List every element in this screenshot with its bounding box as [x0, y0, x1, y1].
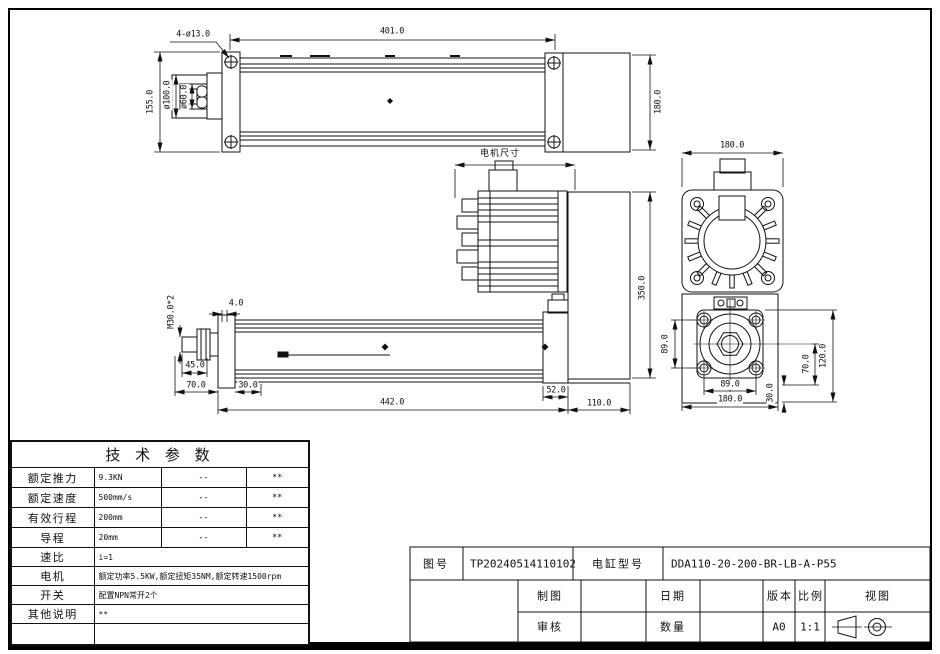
dim-v1-length: 401.0 [378, 26, 406, 37]
date-label: 日期 [660, 589, 686, 603]
params-title: 技 术 参 数 [10, 440, 310, 468]
dim-v1-mounting-holes: 4-ø13.0 [175, 29, 211, 40]
drafter-label: 制图 [537, 589, 563, 603]
dim-v5-hole-spacing-h: 89.0 [719, 379, 741, 390]
tech-params-table: 技 术 参 数 额定推力 9.3KN -- ** 额定速度 500mm/s --… [10, 440, 310, 646]
param-value: 500mm/s [93, 487, 162, 508]
dim-v3-offset: 30.0 [237, 380, 259, 391]
table-row: 其他说明 ** [10, 604, 310, 624]
dim-v5-width: 180.0 [716, 394, 744, 405]
param-value: i=1 [93, 547, 310, 567]
param-label: 其他说明 [10, 604, 95, 624]
param-value: 额定功率5.5KW,额定扭矩35NM,额定转速1500rpm [93, 566, 310, 586]
param-value: 9.3KN [93, 467, 162, 488]
motor-front-view [681, 158, 784, 293]
table-row: 速比 i=1 [10, 547, 310, 567]
dim-v1-motor-height: 180.0 [653, 88, 664, 116]
dimension-lines [154, 34, 837, 414]
dim-v3-rod-length: 45.0 [184, 360, 206, 371]
version-value: A0 [772, 620, 786, 634]
drawing-no-label: 图号 [423, 557, 449, 571]
version-label: 版本 [767, 589, 793, 603]
param-col4: ** [245, 527, 310, 548]
param-label: 额定速度 [10, 487, 95, 508]
table-row: 开关 配置NPN常开2个 [10, 585, 310, 605]
param-value: 200mm [93, 507, 162, 528]
param-value: ** [93, 604, 310, 624]
param-col3: -- [160, 527, 247, 548]
dim-v1-flange-dia: ø100.0 [162, 79, 173, 111]
table-row: 额定推力 9.3KN -- ** [10, 467, 310, 488]
param-col4: ** [245, 507, 310, 528]
scale-value: 1:1 [800, 620, 820, 634]
side-view-top [171, 51, 631, 153]
empty-cell [10, 623, 95, 645]
dim-v3-body-length: 442.0 [378, 397, 406, 408]
params-title-row: 技 术 参 数 [10, 440, 310, 468]
param-label: 开关 [10, 585, 95, 605]
projection-symbol [832, 615, 892, 639]
dim-v5-center-height: 70.0 [801, 353, 812, 375]
drawing-sheet-frame [8, 8, 932, 650]
param-col3: -- [160, 467, 247, 488]
dim-v3-housing: 110.0 [585, 398, 613, 409]
table-row: 电机 额定功率5.5KW,额定扭矩35NM,额定转速1500rpm [10, 566, 310, 586]
dim-v2-total-height: 350.0 [637, 274, 648, 302]
motor-side-view [456, 160, 631, 380]
table-row: 额定速度 500mm/s -- ** [10, 487, 310, 508]
drawing-no-value: TP20240514110102 [470, 557, 576, 571]
param-col3: -- [160, 487, 247, 508]
empty-cell [93, 623, 310, 645]
param-col4: ** [245, 467, 310, 488]
param-value: 20mm [93, 527, 162, 548]
dim-v5-height: 120.0 [818, 342, 829, 370]
param-label: 导程 [10, 527, 95, 548]
param-value: 配置NPN常开2个 [93, 585, 310, 605]
param-label: 额定推力 [10, 467, 95, 488]
dim-v3-front: 70.0 [185, 380, 207, 391]
table-row-empty [10, 623, 310, 645]
label-motor-size: 电机尺寸 [478, 149, 522, 160]
quantity-label: 数量 [660, 620, 686, 634]
dim-v3-plate: 4.0 [227, 298, 245, 309]
param-label: 电机 [10, 566, 95, 586]
model-label: 电缸型号 [592, 557, 644, 571]
titleblock-grid [409, 546, 931, 643]
param-col4: ** [245, 487, 310, 508]
dim-v5-bottom-offset: 30.0 [765, 382, 776, 404]
dim-v3-thread: M30.0*2 [166, 294, 177, 330]
checker-label: 审核 [537, 620, 563, 634]
param-label: 有效行程 [10, 507, 95, 528]
table-row: 有效行程 200mm -- ** [10, 507, 310, 528]
param-label: 速比 [10, 547, 95, 567]
dim-v1-height: 155.0 [145, 88, 156, 116]
view-label: 视图 [865, 589, 891, 603]
dim-v4-width: 180.0 [718, 140, 746, 151]
dim-v5-hole-spacing-v: 89.0 [660, 333, 671, 355]
param-col3: -- [160, 507, 247, 528]
scale-label: 比例 [798, 589, 824, 603]
model-value: DDA110-20-200-BR-LB-A-P55 [671, 557, 837, 571]
side-view-bottom [181, 311, 630, 389]
dim-v1-rod-dia: ø60.0 [179, 83, 190, 111]
table-row: 导程 20mm -- ** [10, 527, 310, 548]
dim-v3-mount: 52.0 [545, 385, 567, 396]
